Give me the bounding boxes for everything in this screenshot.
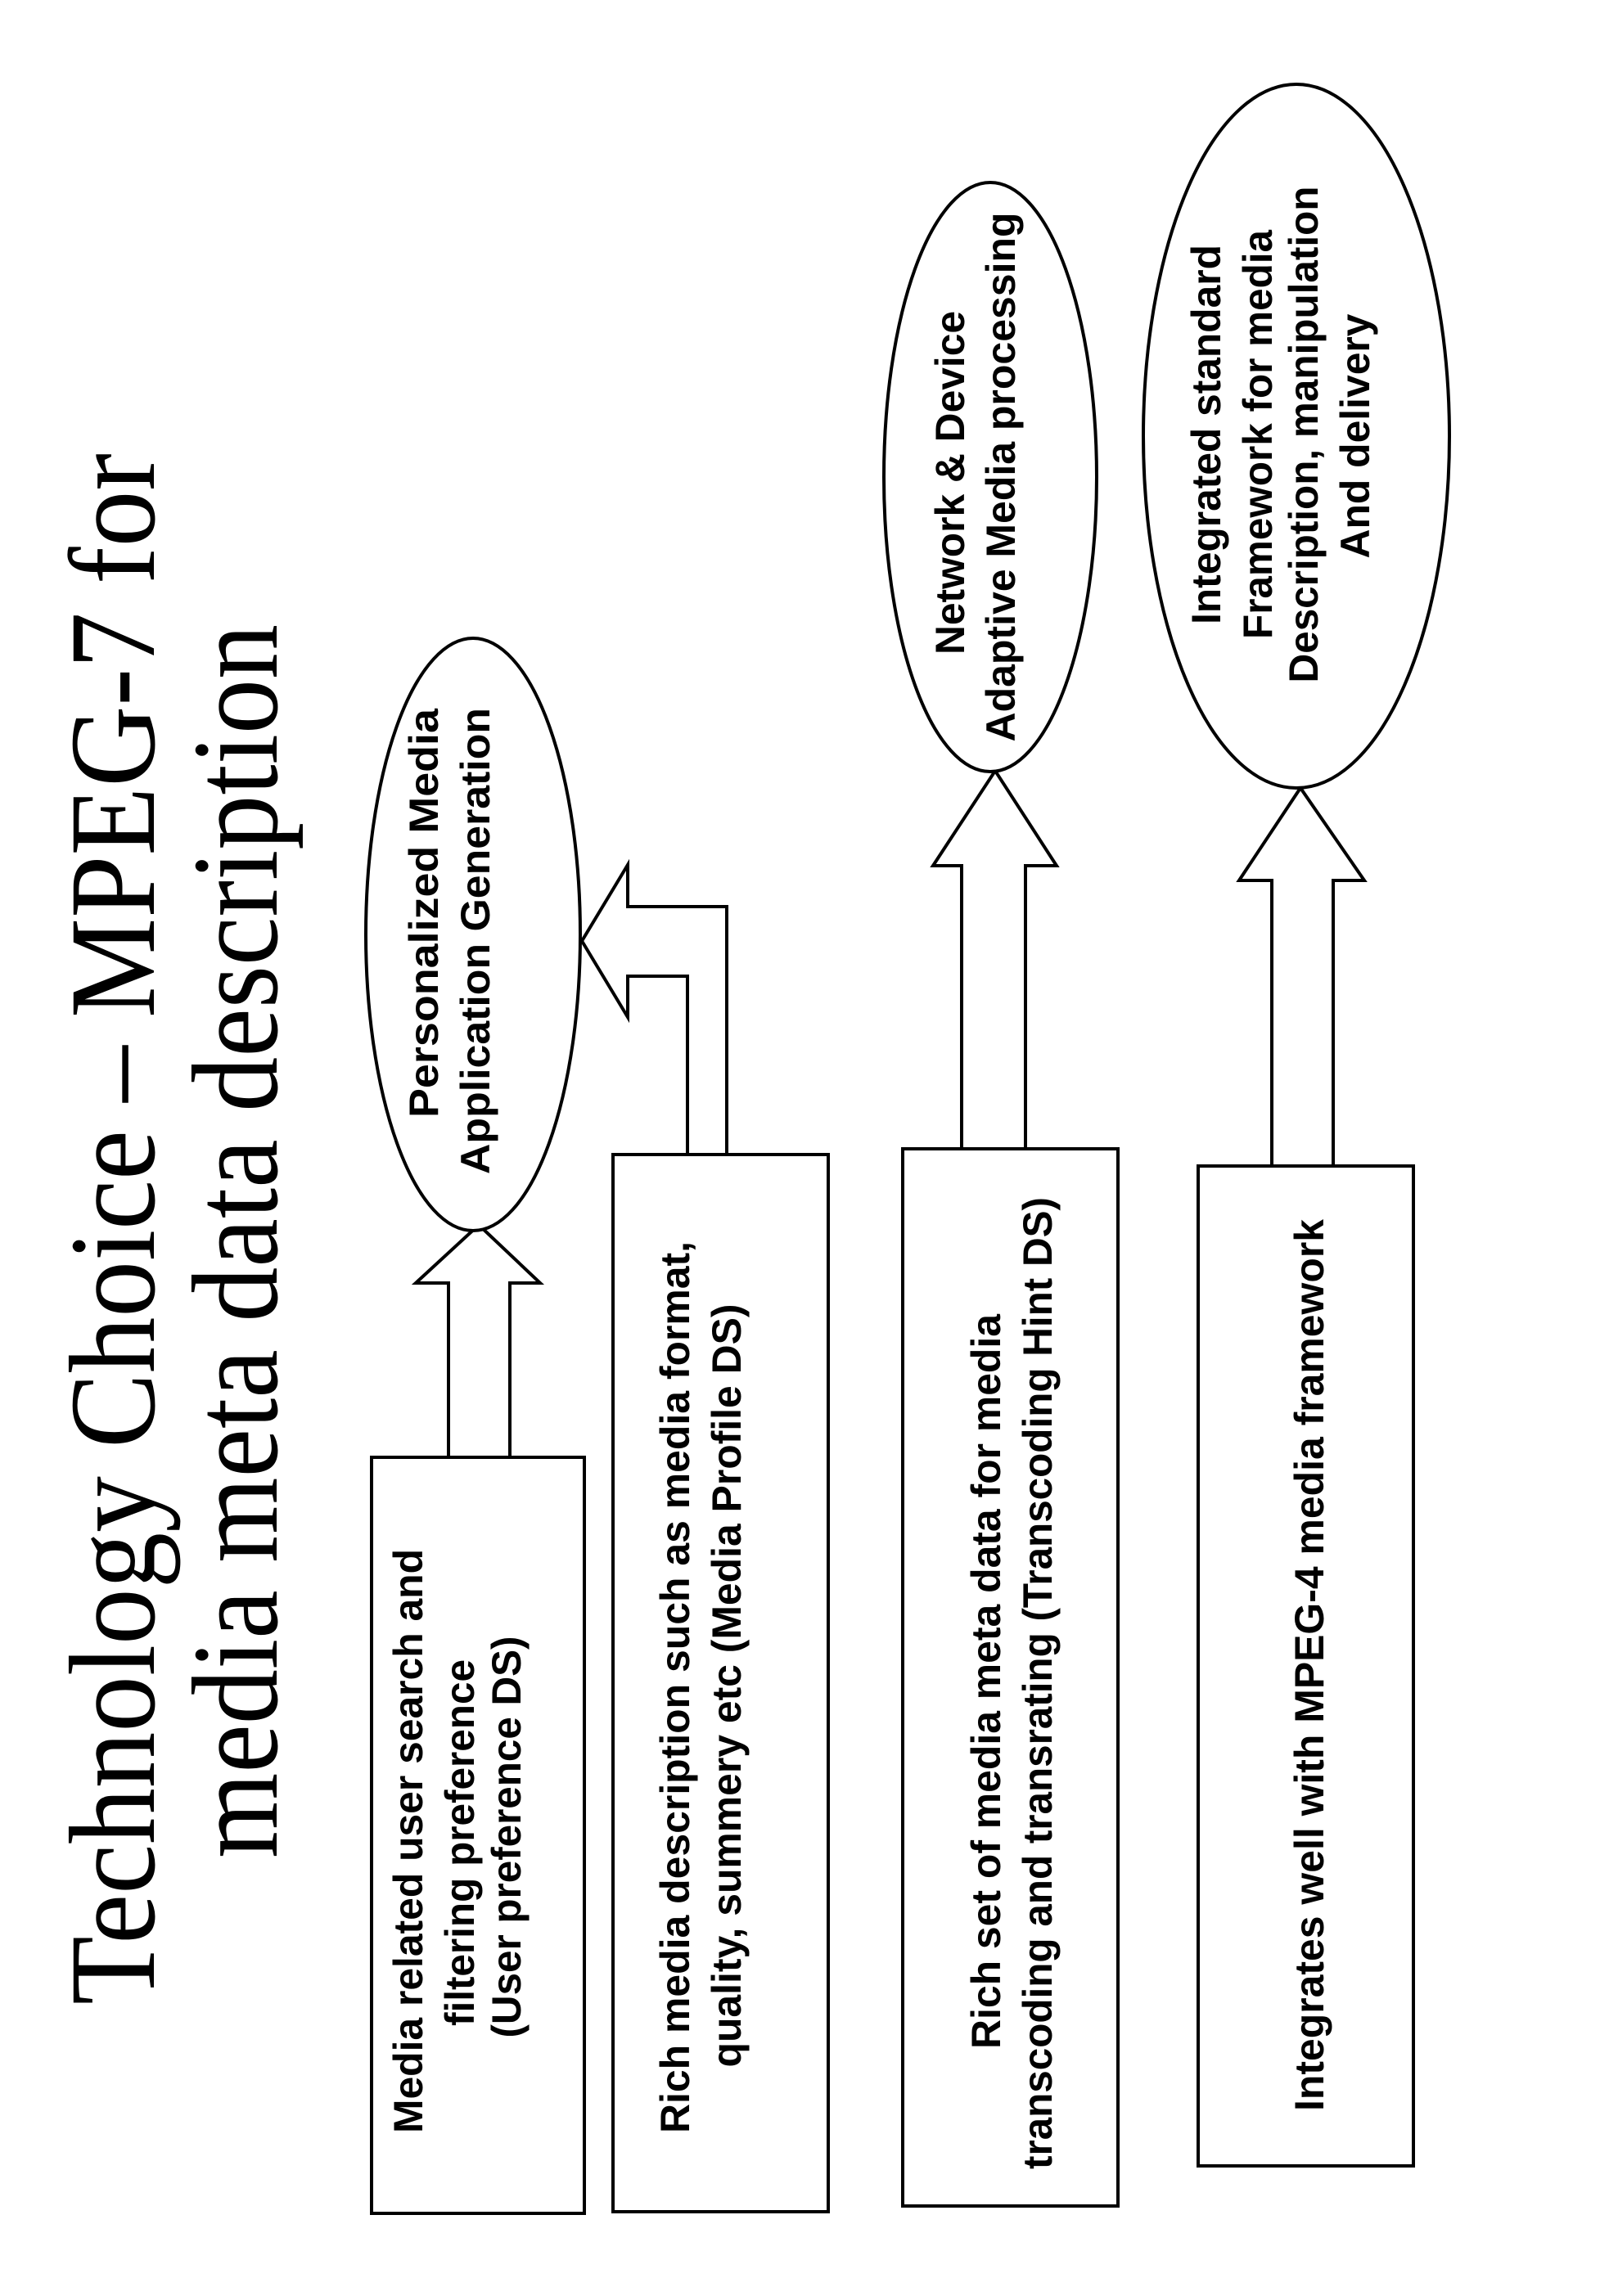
ellipse1-line-1: Personalized Media [401, 708, 447, 1118]
title-line-1: Technology Choice – MPEG-7 for [45, 453, 181, 2005]
ellipse3-line-4: And delivery [1332, 313, 1378, 558]
ellipse2-line-2: Adaptive Media processing [978, 213, 1024, 742]
box-transcoding-hint [903, 1149, 1118, 2206]
ellipse3-line-3: Description, manipulation [1281, 187, 1327, 683]
box4-line-1: Integrates well with MPEG-4 media framew… [1287, 1219, 1332, 2111]
arrow-left-2 [582, 865, 727, 1155]
box3-line-1: Rich set of media meta data for media [963, 1313, 1009, 2049]
ellipse3-line-2: Framework for media [1235, 229, 1281, 639]
box1-line-2: filtering preference [437, 1659, 483, 2026]
arrow-up-4 [1239, 788, 1364, 1166]
title-line-2: media meta data description [168, 624, 304, 1858]
box1-line-1: Media related user search and [385, 1549, 431, 2133]
box2-line-1: Rich media description such as media for… [652, 1241, 698, 2133]
arrow-up-3 [933, 771, 1057, 1149]
arrow-up-1 [416, 1225, 540, 1457]
box1-line-3: (User preference DS) [484, 1636, 530, 2038]
ellipse2-line-1: Network & Device [927, 311, 973, 655]
box3-line-2: transcoding and transrating (Transcoding… [1015, 1197, 1061, 2169]
ellipse1-line-2: Application Generation [453, 708, 498, 1174]
box2-line-2: quality, summery etc (Media Profile DS) [704, 1304, 750, 2068]
ellipse3-line-1: Integrated standard [1183, 245, 1229, 624]
